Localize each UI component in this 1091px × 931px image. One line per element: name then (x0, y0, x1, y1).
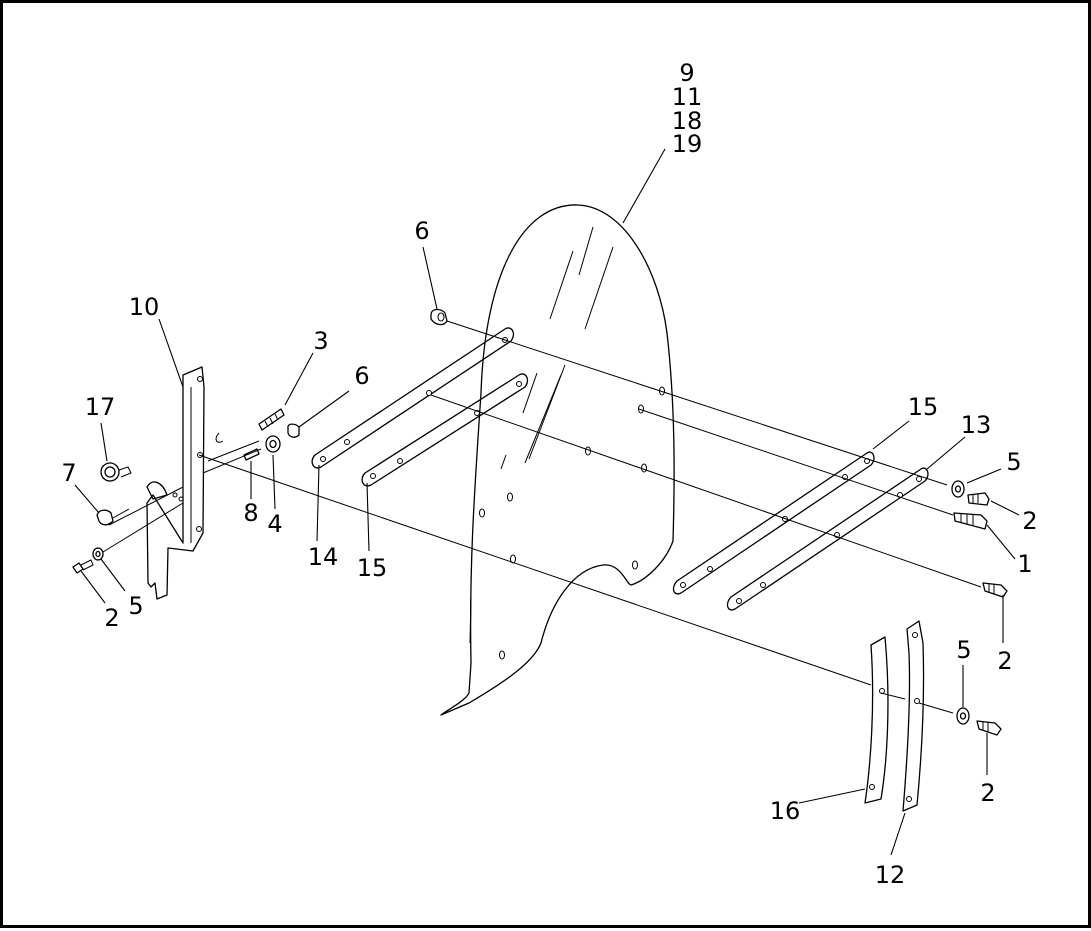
callout-5-right-lower: 5 (956, 636, 971, 664)
stud (215, 408, 285, 443)
callout-labels: 9 11 18 19 6 10 3 6 17 7 8 4 14 15 5 2 1… (61, 59, 1037, 889)
callout-1: 1 (1017, 550, 1032, 578)
grommet (100, 462, 132, 482)
leader-lines (74, 148, 1020, 856)
callout-2-left: 2 (104, 604, 119, 632)
right-upper-strap (672, 451, 875, 595)
acorn-nut (96, 508, 130, 526)
washer-4 (265, 435, 281, 453)
callout-6-top: 6 (414, 217, 429, 245)
callout-18: 18 (672, 107, 703, 135)
callout-10: 10 (129, 293, 160, 321)
callout-4: 4 (267, 510, 282, 538)
callout-16: 16 (770, 797, 801, 825)
windshield (440, 204, 675, 716)
assembly-lines (102, 320, 982, 714)
right-washer-bolt-lower (956, 707, 1002, 736)
acorn-nut-left (287, 423, 300, 438)
callout-15-left: 15 (357, 554, 388, 582)
callout-8: 8 (243, 499, 258, 527)
acorn-nut-top (430, 308, 448, 326)
callout-14: 14 (308, 543, 339, 571)
bolt-right-mid (982, 582, 1008, 598)
left-washer-bolt (72, 547, 104, 574)
callout-19: 19 (672, 130, 703, 158)
callout-6-left: 6 (354, 362, 369, 390)
callout-2-right-mid: 2 (997, 647, 1012, 675)
left-upper-strap (311, 327, 515, 469)
right-washer-bolt-upper (951, 480, 990, 506)
callout-5-left: 5 (128, 592, 143, 620)
callout-3: 3 (313, 327, 328, 355)
left-lower-strap (361, 373, 529, 487)
callout-12: 12 (875, 861, 906, 889)
callout-17: 17 (85, 393, 116, 421)
callout-2-right-upper: 2 (1022, 507, 1037, 535)
callout-2-right-lower: 2 (980, 779, 995, 807)
lower-brace-16 (864, 636, 889, 804)
right-lower-strap (726, 467, 929, 611)
callout-13: 13 (961, 411, 992, 439)
callout-5-right-upper: 5 (1006, 448, 1021, 476)
callout-9: 9 (679, 59, 694, 87)
spacer (243, 448, 260, 461)
callout-15-right: 15 (908, 393, 939, 421)
exploded-parts-diagram: 9 11 18 19 6 10 3 6 17 7 8 4 14 15 5 2 1… (61, 59, 1037, 889)
callout-7: 7 (61, 459, 76, 487)
left-mounting-bracket (146, 366, 205, 600)
screw-1 (953, 512, 988, 530)
callout-11: 11 (672, 83, 703, 111)
lower-brace-12 (902, 620, 925, 812)
